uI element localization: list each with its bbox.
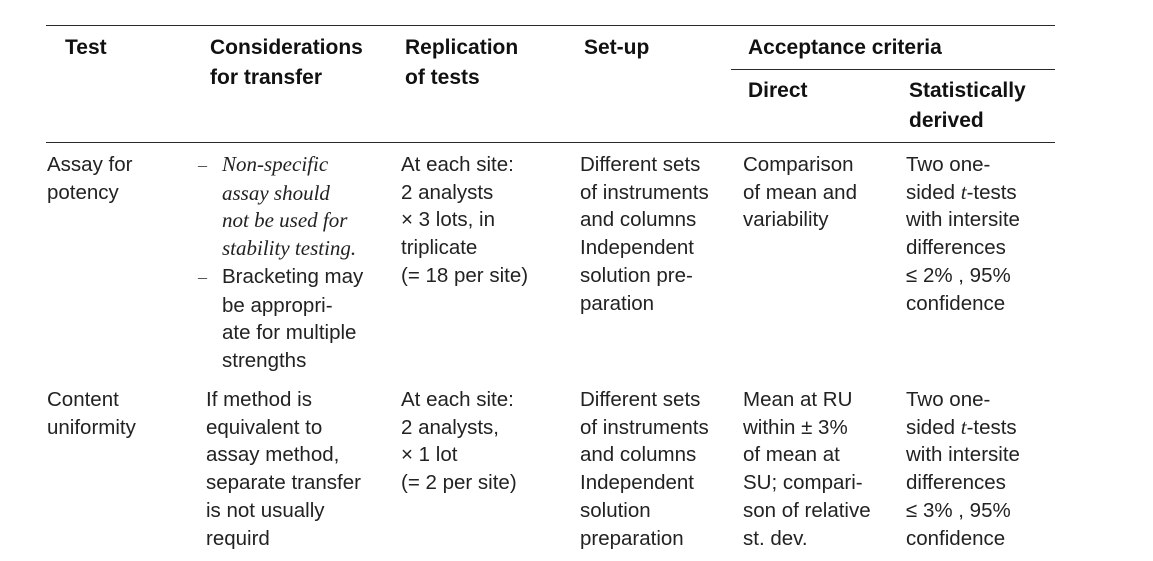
considerations-line: is not usually [206,497,361,525]
considerations-line: be appropri- [198,292,363,320]
statistical-text: ≤ 3% , 95% [906,498,1011,522]
header-direct: Direct [748,79,808,102]
considerations-text: requird [206,526,270,550]
statistical-line: ≤ 3% , 95% [906,497,1020,525]
row1-replication: At each site: 2 analysts × 3 lots, in tr… [401,153,529,287]
row1-direct: Comparison of mean and variability [743,153,857,232]
considerations-line: assay should [198,180,363,208]
considerations-line: stability testing. [198,235,363,263]
row2-direct: Mean at RU within ± 3% of mean at SU; co… [743,388,871,550]
statistical-line: sided t-tests [906,414,1020,442]
header-replication: Replication of tests [405,36,519,89]
considerations-line: strengths [198,347,363,375]
statistical-line: with intersite [906,206,1020,234]
considerations-text: not be used for [222,208,348,233]
considerations-text: Non-specific [222,152,329,176]
statistical-text: confidence [906,291,1006,315]
row2-replication: At each site: 2 analysts, × 1 lot (= 2 p… [401,388,517,495]
header-bottom-rule [46,142,1055,143]
considerations-line: If method is [206,386,361,414]
statistical-italic: t [960,179,967,204]
statistical-text: differences [906,236,1006,260]
statistical-line: confidence [906,525,1020,553]
row2-test: Content uniformity [47,388,136,439]
row1-test: Assay for potency [47,153,133,204]
statistical-text: ≤ 2% , 95% [906,263,1011,287]
considerations-text: strengths [222,348,307,372]
row2-setup: Different sets of instruments and column… [580,388,709,550]
header-setup: Set-up [584,36,650,59]
considerations-text: equivalent to [206,415,323,439]
statistical-text: differences [906,471,1006,495]
considerations-line: equivalent to [206,414,361,442]
considerations-line: –Bracketing may [198,263,363,292]
considerations-line: –Non-specific [198,151,363,180]
dash-bullet: – [198,155,207,175]
considerations-text: separate transfer [206,471,361,495]
considerations-line: not be used for [198,207,363,235]
considerations-text: assay should [222,180,330,205]
considerations-text: be appropri- [222,293,333,317]
statistical-text: confidence [906,526,1006,550]
top-rule [46,25,1055,26]
considerations-text: Bracketing may [222,264,364,288]
statistical-text: with intersite [906,208,1020,232]
header-acceptance: Acceptance criteria [748,36,942,59]
statistical-line: with intersite [906,441,1020,469]
header-considerations: Considerations for transfer [210,36,363,89]
statistical-line: sided t-tests [906,179,1020,207]
statistical-text: sided [906,180,961,204]
statistical-text: Two one- [906,388,991,411]
considerations-line: separate transfer [206,469,361,497]
header-test: Test [65,36,107,59]
statistical-italic: t [960,414,967,439]
statistical-text: sided [906,415,961,439]
row2-considerations: If method is equivalent to assay method, se… [206,386,361,552]
statistical-line: Two one- [906,386,1020,414]
considerations-line: assay method, [206,441,361,469]
considerations-line: requird [206,525,361,553]
statistical-line: differences [906,469,1020,497]
statistical-line: ≤ 2% , 95% [906,262,1020,290]
row1-setup: Different sets of instruments and column… [580,153,709,315]
statistical-text: -tests [966,415,1017,439]
statistical-line: Two one- [906,151,1020,179]
statistical-text: -tests [966,180,1017,204]
considerations-text: assay method, [206,443,340,467]
header-statistical: Statistically derived [909,79,1026,132]
statistical-line: confidence [906,290,1020,318]
considerations-text: If method is [206,388,312,411]
statistical-text: Two one- [906,153,991,176]
considerations-text: stability testing. [222,236,357,261]
considerations-text: is not usually [206,498,325,522]
statistical-line: differences [906,234,1020,262]
dash-bullet: – [198,266,207,287]
considerations-text: ate for multiple [222,321,357,345]
considerations-line: ate for multiple [198,319,363,347]
statistical-text: with intersite [906,443,1020,467]
acceptance-subrule [731,69,1055,70]
